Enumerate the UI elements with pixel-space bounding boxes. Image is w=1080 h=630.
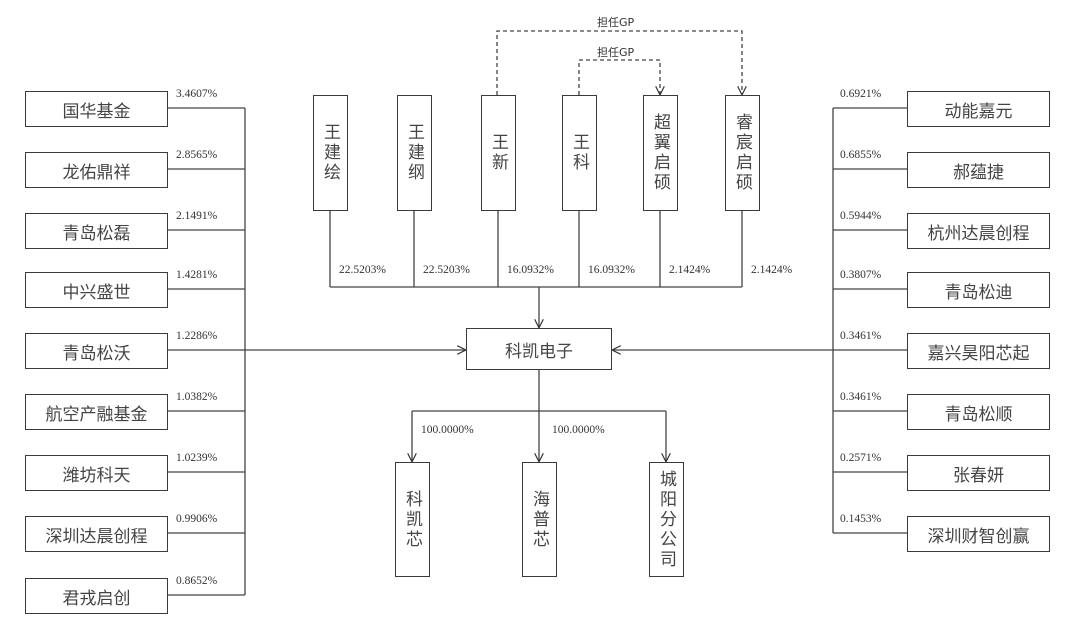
left-shareholder-name: 君戎启创 bbox=[62, 588, 131, 609]
top-shareholder-pct: 22.5203% bbox=[339, 264, 386, 276]
subsidiary-pct: 100.0000% bbox=[552, 424, 605, 436]
right-shareholder-name: 青岛松顺 bbox=[944, 404, 1013, 425]
left-shareholder-pct: 1.2286% bbox=[176, 330, 218, 342]
right-shareholder-pct: 0.3461% bbox=[840, 391, 882, 403]
gp-dashed-line bbox=[496, 30, 742, 95]
subsidiary-box: 海普芯 bbox=[522, 462, 557, 577]
right-shareholder-box: 动能嘉元 bbox=[907, 91, 1050, 127]
left-shareholder-box: 青岛松沃 bbox=[25, 333, 168, 369]
top-shareholder-name: 王新 bbox=[488, 133, 508, 173]
right-shareholder-box: 深圳财智创赢 bbox=[907, 516, 1050, 552]
left-shareholder-pct: 2.8565% bbox=[176, 149, 218, 161]
subsidiary-name: 城阳分公司 bbox=[656, 469, 676, 570]
right-shareholder-box: 张春妍 bbox=[907, 455, 1050, 491]
gp-label: 担任GP bbox=[597, 46, 635, 59]
right-shareholder-name: 郝蕴捷 bbox=[953, 162, 1004, 183]
left-shareholder-name: 潍坊科天 bbox=[62, 465, 131, 486]
subsidiary-pct: 100.0000% bbox=[421, 424, 474, 436]
right-shareholder-name: 深圳财智创赢 bbox=[927, 526, 1030, 547]
left-shareholder-box: 君戎启创 bbox=[25, 578, 168, 614]
right-shareholder-pct: 0.6921% bbox=[840, 88, 882, 100]
top-shareholder-pct: 2.1424% bbox=[669, 264, 711, 276]
gp-dashed-line bbox=[578, 59, 660, 95]
top-shareholder-pct: 2.1424% bbox=[751, 264, 793, 276]
left-shareholder-name: 龙佑鼎祥 bbox=[62, 162, 131, 183]
top-shareholder-name: 王建绘 bbox=[320, 123, 340, 183]
subsidiary-box: 科凯芯 bbox=[395, 462, 430, 577]
gp-label: 担任GP bbox=[597, 16, 635, 29]
center-company-name: 科凯电子 bbox=[505, 341, 573, 362]
left-shareholder-box: 潍坊科天 bbox=[25, 455, 168, 491]
right-shareholder-box: 嘉兴昊阳芯起 bbox=[907, 333, 1050, 369]
top-shareholder-box: 睿宸启硕 bbox=[725, 95, 760, 211]
subsidiary-box: 城阳分公司 bbox=[649, 462, 684, 577]
left-shareholder-pct: 0.9906% bbox=[176, 513, 218, 525]
left-shareholder-name: 航空产融基金 bbox=[45, 404, 148, 425]
top-shareholder-box: 王建纲 bbox=[397, 95, 432, 211]
right-shareholder-pct: 0.1453% bbox=[840, 513, 882, 525]
top-shareholder-box: 王新 bbox=[481, 95, 516, 211]
left-shareholder-pct: 3.4607% bbox=[176, 88, 218, 100]
top-shareholder-name: 王建纲 bbox=[404, 123, 424, 183]
left-shareholder-name: 中兴盛世 bbox=[62, 282, 131, 303]
center-company-box: 科凯电子 bbox=[466, 328, 612, 370]
top-shareholder-box: 王科 bbox=[562, 95, 597, 211]
top-shareholder-pct: 22.5203% bbox=[423, 264, 470, 276]
right-shareholder-box: 青岛松迪 bbox=[907, 272, 1050, 308]
left-shareholder-name: 青岛松沃 bbox=[62, 343, 131, 364]
left-shareholder-pct: 2.1491% bbox=[176, 210, 218, 222]
top-shareholder-name: 王科 bbox=[569, 133, 589, 173]
top-shareholder-name: 睿宸启硕 bbox=[732, 113, 752, 193]
subsidiary-name: 海普芯 bbox=[529, 489, 549, 550]
right-shareholder-name: 嘉兴昊阳芯起 bbox=[927, 343, 1030, 364]
right-shareholder-name: 动能嘉元 bbox=[944, 101, 1013, 122]
right-shareholder-name: 杭州达晨创程 bbox=[927, 223, 1030, 244]
top-shareholder-box: 超翼启硕 bbox=[643, 95, 678, 211]
left-shareholder-pct: 0.8652% bbox=[176, 575, 218, 587]
left-shareholder-pct: 1.0239% bbox=[176, 452, 218, 464]
left-shareholder-box: 龙佑鼎祥 bbox=[25, 152, 168, 188]
left-shareholder-box: 青岛松磊 bbox=[25, 213, 168, 249]
left-shareholder-box: 深圳达晨创程 bbox=[25, 516, 168, 552]
top-shareholder-pct: 16.0932% bbox=[507, 264, 554, 276]
right-shareholder-pct: 0.5944% bbox=[840, 210, 882, 222]
top-shareholder-name: 超翼启硕 bbox=[650, 113, 670, 193]
subsidiary-name: 科凯芯 bbox=[402, 489, 422, 550]
left-shareholder-name: 国华基金 bbox=[62, 101, 131, 122]
right-shareholder-box: 青岛松顺 bbox=[907, 394, 1050, 430]
right-shareholder-box: 郝蕴捷 bbox=[907, 152, 1050, 188]
left-shareholder-name: 深圳达晨创程 bbox=[45, 526, 148, 547]
left-shareholder-pct: 1.4281% bbox=[176, 269, 218, 281]
right-shareholder-pct: 0.6855% bbox=[840, 149, 882, 161]
right-shareholder-pct: 0.3807% bbox=[840, 269, 882, 281]
right-shareholder-pct: 0.3461% bbox=[840, 330, 882, 342]
top-shareholder-box: 王建绘 bbox=[313, 95, 348, 211]
right-shareholder-name: 青岛松迪 bbox=[944, 282, 1013, 303]
left-shareholder-pct: 1.0382% bbox=[176, 391, 218, 403]
top-shareholder-pct: 16.0932% bbox=[588, 264, 635, 276]
left-shareholder-box: 国华基金 bbox=[25, 91, 168, 127]
left-shareholder-box: 航空产融基金 bbox=[25, 394, 168, 430]
right-shareholder-pct: 0.2571% bbox=[840, 452, 882, 464]
right-shareholder-name: 张春妍 bbox=[953, 465, 1004, 486]
left-shareholder-box: 中兴盛世 bbox=[25, 272, 168, 308]
right-shareholder-box: 杭州达晨创程 bbox=[907, 213, 1050, 249]
left-shareholder-name: 青岛松磊 bbox=[62, 223, 131, 244]
